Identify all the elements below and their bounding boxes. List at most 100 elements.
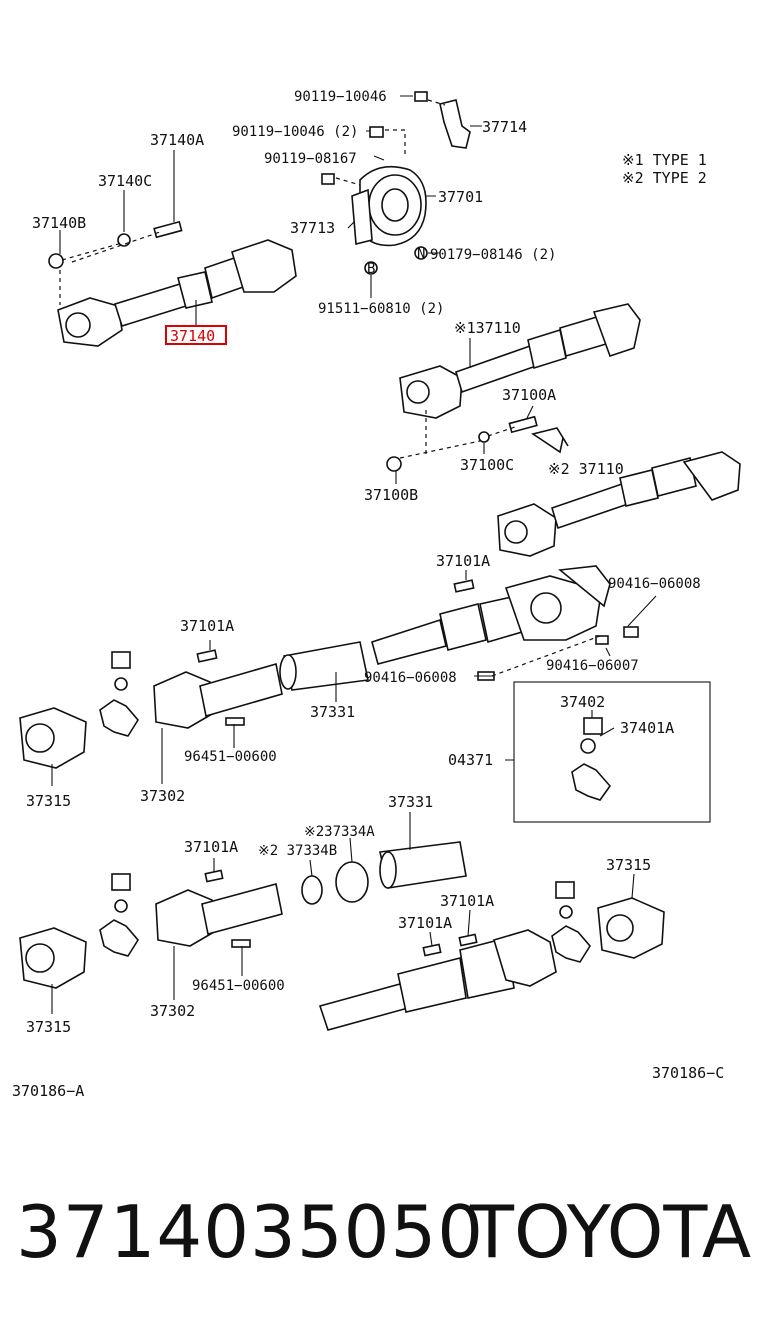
boot-37334B bbox=[335, 861, 369, 903]
type1-flange-bore bbox=[406, 380, 430, 404]
label-96451-00600-b: 96451−00600 bbox=[192, 978, 285, 994]
clip-37101A-c bbox=[204, 869, 224, 883]
parts-diagram: ※1 TYPE 1 ※2 TYPE 2 N B bbox=[12, 89, 741, 1100]
label-37331-a: 37331 bbox=[310, 703, 355, 721]
callout-b-text: B bbox=[367, 261, 375, 277]
label-37331-b: 37331 bbox=[388, 793, 433, 811]
label-37701: 37701 bbox=[438, 188, 483, 206]
slip-yoke-assembly-a bbox=[153, 641, 369, 784]
label-90119-10046-a: 90119−10046 bbox=[294, 89, 387, 105]
snap-ring-37401A bbox=[580, 738, 596, 754]
footer: 3714035050 TOYOTA bbox=[0, 1190, 760, 1280]
label-37714: 37714 bbox=[482, 118, 527, 136]
label-37334A: ※237334A bbox=[304, 824, 375, 840]
type1-yoke-right bbox=[592, 303, 641, 358]
grease-fitting-96451-a bbox=[225, 717, 245, 726]
callout-circle-n bbox=[414, 246, 428, 260]
spline-shaft bbox=[371, 618, 447, 665]
label-37334B: ※2 37334B bbox=[258, 843, 337, 859]
label-90416-06008-b: 90416−06008 bbox=[364, 670, 457, 686]
label-37315-a: 37315 bbox=[26, 792, 71, 810]
label-37140B: 37140B bbox=[32, 214, 86, 232]
label-37140C: 37140C bbox=[98, 172, 152, 190]
joint-cross bbox=[530, 592, 562, 624]
nut-37140B bbox=[48, 253, 64, 269]
label-04371: 04371 bbox=[448, 751, 493, 769]
grease-fitting-96451-b bbox=[231, 939, 251, 948]
label-37110-type1: ※137110 bbox=[454, 319, 521, 337]
bolt-90416-06007 bbox=[595, 635, 609, 645]
ring-a bbox=[114, 677, 128, 691]
ring-c bbox=[559, 905, 573, 919]
spider-cross bbox=[571, 763, 612, 801]
label-37100A: 37100A bbox=[502, 386, 556, 404]
left-joint-a bbox=[19, 651, 139, 786]
label-37101A-a: 37101A bbox=[436, 552, 490, 570]
slip-yoke-tube-a bbox=[199, 662, 283, 718]
label-37140: 37140 bbox=[170, 327, 215, 345]
shaft-tube-37140 bbox=[113, 282, 187, 328]
lower-right-shaft bbox=[318, 873, 665, 1031]
spider-c bbox=[551, 925, 591, 963]
slip-joint-shaft bbox=[196, 565, 657, 681]
label-90416-06008-a: 90416−06008 bbox=[608, 576, 701, 592]
washer-37100C bbox=[478, 431, 490, 443]
reference-code-c: 370186−C bbox=[652, 1064, 724, 1082]
label-37713: 37713 bbox=[290, 219, 335, 237]
arrow-indicator bbox=[531, 427, 569, 454]
sleeve-b bbox=[397, 957, 467, 1013]
center-bearing-assembly: N B bbox=[321, 91, 482, 298]
clip-37101A-e bbox=[458, 933, 478, 947]
highlight-37140 bbox=[165, 325, 227, 345]
slip-yoke-assembly-b bbox=[155, 812, 467, 1000]
bracket-37714 bbox=[439, 99, 471, 149]
label-96451-00600-a: 96451−00600 bbox=[184, 749, 277, 765]
label-37100C: 37100C bbox=[460, 456, 514, 474]
label-37100B: 37100B bbox=[364, 486, 418, 504]
type2-flange-bore bbox=[504, 520, 528, 544]
bolt-90119-10046-b bbox=[369, 126, 384, 138]
label-37302-a: 37302 bbox=[140, 787, 185, 805]
spider-a bbox=[99, 699, 139, 737]
clip-37101A-a bbox=[453, 579, 475, 593]
callout-circle-b bbox=[364, 261, 378, 275]
part-number: 3714035050 bbox=[16, 1190, 485, 1274]
slip-yoke-tube-b bbox=[201, 883, 283, 935]
label-37110-type2: ※2 37110 bbox=[548, 460, 624, 478]
label-91511-60810: 91511−60810 (2) bbox=[318, 301, 444, 317]
callout-n-text: N bbox=[417, 246, 425, 262]
label-37401A: 37401A bbox=[620, 719, 674, 737]
label-37101A-b: 37101A bbox=[180, 617, 234, 635]
bolt-90119-08167 bbox=[321, 173, 335, 185]
type2-yoke-right bbox=[682, 451, 741, 501]
left-joint-b bbox=[19, 873, 139, 1014]
yoke-b bbox=[493, 929, 557, 987]
flange-bore-c bbox=[606, 914, 634, 942]
legend-type1: ※1 TYPE 1 bbox=[622, 151, 707, 169]
shaft-sleeve bbox=[177, 271, 213, 309]
nut-37100B bbox=[386, 456, 402, 472]
ring-b bbox=[114, 899, 128, 913]
bolt-set-37100 bbox=[386, 405, 569, 484]
flange-bore-a bbox=[25, 723, 55, 753]
label-37140A: 37140A bbox=[150, 131, 204, 149]
kit-box bbox=[513, 681, 711, 823]
label-37315-c: 37315 bbox=[26, 1018, 71, 1036]
bolt-37100A bbox=[508, 415, 538, 434]
label-37402: 37402 bbox=[560, 693, 605, 711]
dust-tube-end bbox=[279, 654, 297, 690]
type1-flange-yoke bbox=[399, 365, 463, 419]
dust-tube-b-end bbox=[379, 851, 397, 889]
type2-sleeve bbox=[619, 469, 659, 507]
propeller-shaft-37140 bbox=[48, 150, 297, 347]
label-37315-b: 37315 bbox=[606, 856, 651, 874]
bearing-bore bbox=[381, 188, 409, 222]
bolt-37140A bbox=[153, 220, 183, 239]
label-90416-06007: 90416−06007 bbox=[546, 658, 639, 674]
brand-name: TOYOTA bbox=[470, 1190, 752, 1274]
bearing-support-37713 bbox=[351, 188, 373, 246]
label-37101A-d: 37101A bbox=[440, 892, 494, 910]
type1-sleeve bbox=[527, 328, 567, 370]
label-90119-10046-b: 90119−10046 (2) bbox=[232, 124, 358, 140]
legend-type2: ※2 TYPE 2 bbox=[622, 169, 707, 187]
